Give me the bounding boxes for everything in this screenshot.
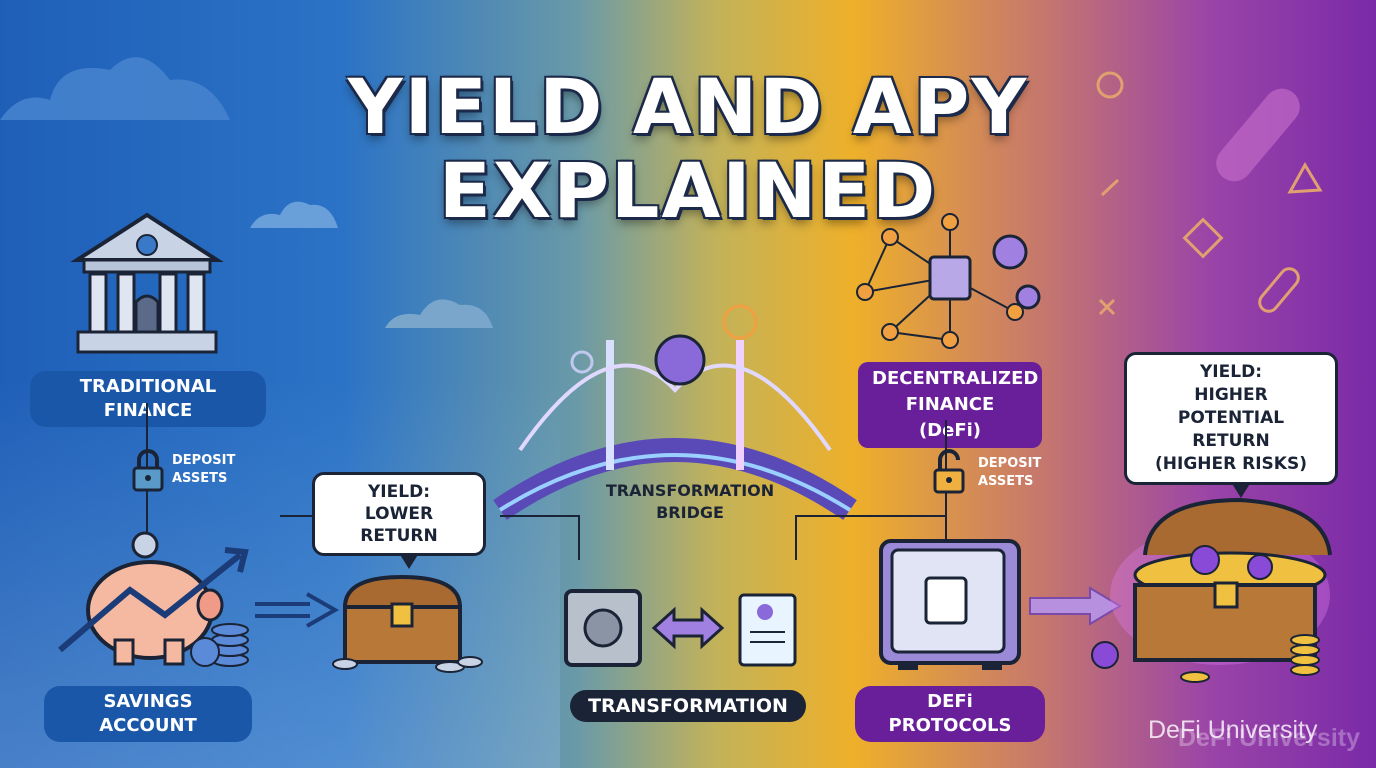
decorative-shapes bbox=[1096, 71, 1323, 316]
unlocked-lock-icon bbox=[933, 449, 965, 494]
bridge-icon bbox=[493, 304, 857, 520]
savings-account-label: SAVINGS ACCOUNT bbox=[44, 686, 252, 742]
safe-icon bbox=[564, 589, 642, 667]
yield-lower-return-bubble: YIELD:LOWER RETURN bbox=[312, 472, 486, 569]
piggy-bank-icon bbox=[58, 531, 249, 667]
transformation-label: TRANSFORMATION bbox=[570, 690, 806, 722]
watermark-shadow: DeFi University bbox=[1178, 724, 1361, 752]
arrow-right-icon bbox=[255, 592, 340, 628]
treasure-chest-icon bbox=[332, 574, 483, 673]
bank-icon bbox=[70, 212, 224, 354]
watermark: DeFi University bbox=[1148, 716, 1318, 744]
connector-line bbox=[795, 515, 797, 560]
vault-icon bbox=[879, 539, 1021, 670]
page-title: YIELD AND APY bbox=[347, 62, 1029, 151]
cloud-icon bbox=[250, 201, 338, 228]
arrow-right-icon bbox=[1029, 586, 1122, 626]
document-icon bbox=[738, 593, 797, 667]
page-title-line2: EXPLAINED bbox=[438, 146, 938, 235]
defi-protocols-label: DEFi PROTOCOLS bbox=[855, 686, 1045, 742]
network-icon bbox=[856, 213, 1041, 349]
connector-line bbox=[500, 515, 578, 517]
lock-icon bbox=[132, 449, 164, 492]
cloud-icon bbox=[385, 299, 493, 328]
connector-line bbox=[795, 515, 945, 517]
treasure-chest-coins-icon bbox=[1091, 497, 1332, 683]
double-arrow-icon bbox=[651, 606, 725, 650]
connector-line bbox=[280, 515, 312, 517]
cloud-icon bbox=[0, 57, 230, 120]
connector-line bbox=[578, 515, 580, 560]
traditional-finance-label: TRADITIONAL FINANCE bbox=[30, 371, 266, 427]
